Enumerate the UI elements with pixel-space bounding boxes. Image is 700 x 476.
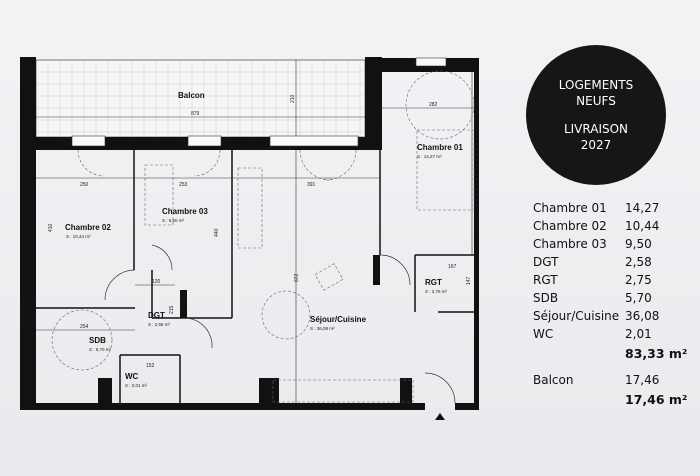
row-name: Chambre 01 (533, 201, 607, 215)
surface-row: WC 2,01 (533, 325, 687, 343)
surface-row: Séjour/Cuisine 36,08 (533, 307, 687, 325)
room-labels: Balcon Chambre 01 S : 14,27 m² Chambre 0… (65, 91, 463, 388)
door-swings (104, 244, 456, 404)
surface-row: Chambre 02 10,44 (533, 217, 687, 235)
dim-label: 879 (191, 111, 200, 117)
entrance-arrow-icon (435, 413, 445, 420)
surface-row: SDB 5,70 (533, 289, 687, 307)
furniture (51, 70, 475, 403)
badge-line: LIVRAISON (563, 122, 629, 136)
partitions (36, 150, 478, 403)
room-label-sdb: SDB (89, 336, 106, 345)
total-surface: 83,33 m² (625, 346, 688, 361)
row-value: 36,08 (625, 309, 660, 323)
row-name: DGT (533, 255, 559, 269)
room-area-dgt: S : 2,58 m² (148, 322, 171, 327)
room-label-dgt: DGT (148, 311, 165, 320)
row-name: Chambre 02 (533, 219, 607, 233)
badge-line: 2027 (580, 138, 612, 152)
balcon-total: 17,46 m² (625, 392, 688, 407)
dim-label: 672 (294, 273, 300, 282)
room-label-rgt: RGT (425, 278, 442, 287)
dim-label: 391 (307, 182, 316, 188)
row-value: 10,44 (625, 219, 660, 233)
row-value: 17,46 (625, 373, 660, 387)
row-name: SDB (533, 291, 559, 305)
room-area-wc: S : 2,01 m² (125, 383, 148, 388)
dim-label: 215 (169, 305, 175, 314)
row-value: 2,01 (625, 327, 652, 341)
room-label-wc: WC (125, 372, 139, 381)
dim-label: 120 (152, 279, 161, 285)
surface-row: Chambre 01 14,27 (533, 199, 687, 217)
row-value: 9,50 (625, 237, 652, 251)
balcon-row: Balcon 17,46 (533, 371, 687, 389)
row-name: RGT (533, 273, 558, 287)
dim-label: 253 (179, 182, 188, 188)
dim-label: 410 (48, 223, 54, 232)
surface-row: RGT 2,75 (533, 271, 687, 289)
row-name: Chambre 03 (533, 237, 607, 251)
room-label-chambre-01: Chambre 01 (417, 143, 463, 152)
row-value: 2,58 (625, 255, 652, 269)
row-value: 14,27 (625, 201, 660, 215)
dim-label: 210 (290, 94, 296, 103)
badge-line: LOGEMENTS (558, 78, 634, 92)
row-name: Séjour/Cuisine (533, 309, 620, 323)
dimension-labels: 879 210 250 253 391 282 440 672 120 254 … (48, 94, 472, 369)
room-label-sejour-cuisine: Séjour/Cuisine (310, 315, 367, 324)
dim-label: 282 (429, 102, 438, 108)
dim-label: 152 (146, 363, 155, 369)
dim-label: 440 (214, 228, 220, 237)
room-area-chambre-01: S : 14,27 m² (417, 154, 442, 159)
room-label-chambre-03: Chambre 03 (162, 207, 208, 216)
surface-row: DGT 2,58 (533, 253, 687, 271)
dimension-lines (36, 72, 474, 403)
dim-label: 254 (80, 324, 89, 330)
row-value: 5,70 (625, 291, 652, 305)
room-area-chambre-03: S : 9,50 m² (162, 218, 185, 223)
room-label-balcon: Balcon (178, 91, 205, 100)
dim-label: 147 (466, 276, 472, 285)
dim-label: 167 (448, 264, 457, 270)
badge-line: NEUFS (576, 94, 616, 108)
room-label-chambre-02: Chambre 02 (65, 223, 111, 232)
surface-row: Chambre 03 9,50 (533, 235, 687, 253)
room-area-sejour-cuisine: S : 36,08 m² (310, 326, 335, 331)
row-name: WC (533, 327, 554, 341)
row-name: Balcon (533, 373, 574, 387)
room-area-rgt: S : 2,75 m² (425, 289, 448, 294)
delivery-badge: LOGEMENTS NEUFS LIVRAISON 2027 (526, 45, 666, 185)
dim-label: 250 (80, 182, 89, 188)
windows (71, 57, 447, 147)
row-value: 2,75 (625, 273, 652, 287)
balcony (35, 59, 366, 138)
room-area-sdb: S : 5,70 m² (89, 347, 112, 352)
room-area-chambre-02: S : 10,44 m² (66, 234, 91, 239)
